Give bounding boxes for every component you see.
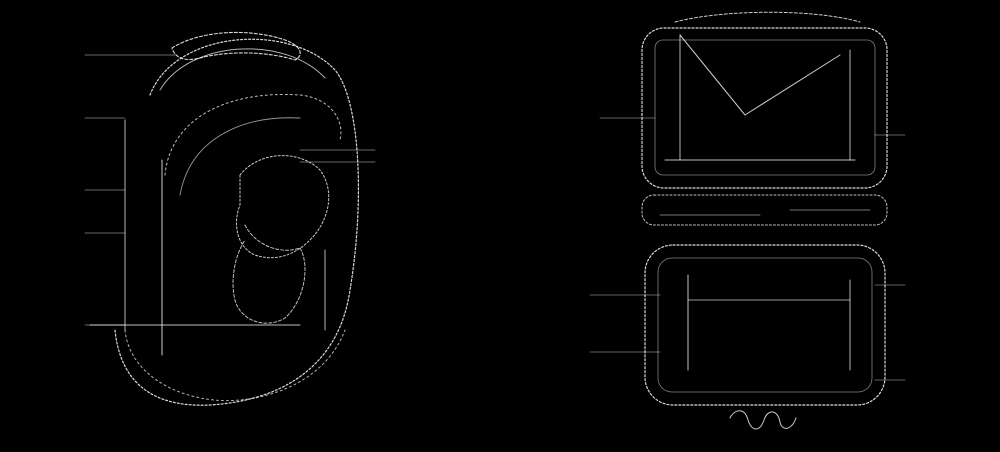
left-figure-outline [89, 31, 360, 406]
right-leader-lines [589, 117, 906, 381]
right-figure-outline [641, 11, 888, 430]
left-leader-lines [84, 54, 376, 326]
